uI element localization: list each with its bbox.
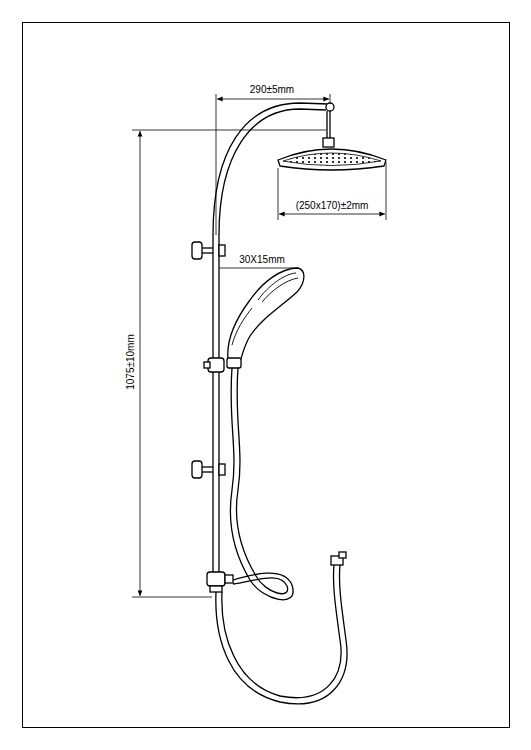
- dimension-label: 30X15mm: [237, 254, 287, 266]
- dimension-label: 290±5mm: [248, 84, 296, 96]
- sheet-frame: [23, 23, 510, 728]
- dimension-label: (250x170)±2mm: [294, 200, 371, 212]
- dimension-lines: [132, 94, 386, 597]
- shower-column: [192, 103, 386, 704]
- dimension-label: 1075±10mm: [125, 332, 137, 392]
